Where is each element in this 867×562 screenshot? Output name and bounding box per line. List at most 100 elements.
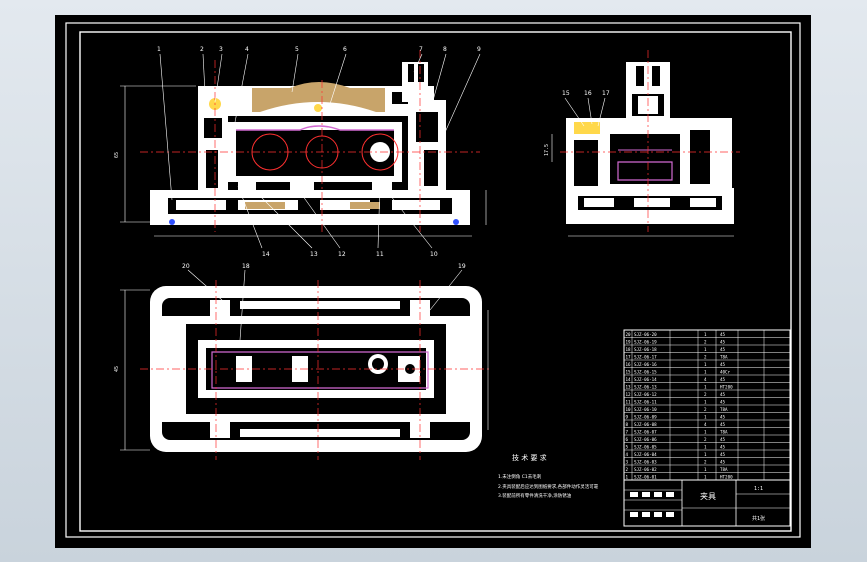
hatch-arch bbox=[252, 82, 385, 112]
balloon-7: 7 bbox=[419, 46, 423, 53]
bom-row-qty: 2 bbox=[704, 354, 707, 359]
bom-row-code: SJZ-06-11 bbox=[634, 399, 657, 404]
front-balloons-top: 1 2 3 4 5 6 7 8 9 bbox=[157, 46, 481, 53]
bom-row-material: 45 bbox=[720, 452, 726, 457]
side-view[interactable]: 17.5 15 16 17 bbox=[544, 50, 740, 237]
bom-row-material: T8A bbox=[720, 407, 728, 412]
bom-row-material: 45 bbox=[720, 459, 726, 464]
balloon-2: 2 bbox=[200, 46, 204, 53]
balloon-1: 1 bbox=[157, 46, 161, 53]
bom-row-qty: 1 bbox=[704, 429, 707, 434]
bom-row-material: 45 bbox=[720, 437, 726, 442]
bom-row-qty: 1 bbox=[704, 474, 707, 479]
bom-row-material: 40Cr bbox=[720, 369, 731, 374]
bom-row-material: 45 bbox=[720, 422, 726, 427]
bom-row-qty: 4 bbox=[704, 377, 707, 382]
balloon-8: 8 bbox=[443, 46, 447, 53]
bom-row-code: SJZ-06-02 bbox=[634, 467, 657, 472]
hatch-base bbox=[245, 202, 285, 209]
bom-row-qty: 1 bbox=[704, 399, 707, 404]
bom-row-no: 17 bbox=[626, 354, 632, 359]
bom-row-material: T8A bbox=[720, 354, 728, 359]
bom-row-qty: 1 bbox=[704, 384, 707, 389]
balloon-16: 16 bbox=[584, 90, 592, 97]
front-height-dim: 65 bbox=[114, 152, 120, 158]
bom-row-no: 5 bbox=[626, 444, 629, 449]
bom-row-material: 45 bbox=[720, 444, 726, 449]
bom-row-code: SJZ-06-03 bbox=[634, 459, 657, 464]
balloon-19: 19 bbox=[458, 263, 466, 270]
bom-row-qty: 1 bbox=[704, 369, 707, 374]
bolt-left bbox=[169, 219, 175, 225]
bom-row-material: HT200 bbox=[720, 474, 733, 479]
bom-row-code: SJZ-06-07 bbox=[634, 429, 657, 434]
bom-row-qty: 1 bbox=[704, 467, 707, 472]
bom-row-no: 10 bbox=[626, 407, 632, 412]
balloon-20: 20 bbox=[182, 263, 190, 270]
balloon-5: 5 bbox=[295, 46, 299, 53]
balloon-18: 18 bbox=[242, 263, 250, 270]
bom-row-material: 45 bbox=[720, 399, 726, 404]
bom-row-code: SJZ-06-06 bbox=[634, 437, 657, 442]
bom-row-code: SJZ-06-13 bbox=[634, 384, 657, 389]
bom-row-code: SJZ-06-20 bbox=[634, 332, 657, 337]
bom-row-no: 1 bbox=[626, 474, 629, 479]
side-dim-left: 17.5 bbox=[544, 144, 550, 156]
balloon-13: 13 bbox=[310, 251, 318, 258]
balloon-3: 3 bbox=[219, 46, 223, 53]
bom-row-code: SJZ-06-12 bbox=[634, 392, 657, 397]
bom-row-qty: 1 bbox=[704, 414, 707, 419]
notes-title: 技 术 要 求 bbox=[512, 453, 547, 462]
bom-row-no: 8 bbox=[626, 422, 629, 427]
bom-row-code: SJZ-06-01 bbox=[634, 474, 657, 479]
top-view[interactable]: 45 20 18 19 bbox=[114, 263, 492, 460]
bom-row-code: SJZ-06-09 bbox=[634, 414, 657, 419]
notes-line-2: 2.夹具装配后应达到图纸要求,各部件动作灵活可靠 bbox=[498, 483, 599, 490]
top-dim-left: 45 bbox=[114, 366, 120, 372]
balloon-6: 6 bbox=[343, 46, 347, 53]
bom-row-no: 2 bbox=[626, 467, 629, 472]
bom-row-no: 19 bbox=[626, 339, 632, 344]
bom-row-no: 6 bbox=[626, 437, 629, 442]
bom-row-qty: 1 bbox=[704, 452, 707, 457]
balloon-11: 11 bbox=[376, 251, 384, 258]
bom-row-material: 45 bbox=[720, 347, 726, 352]
drawing-sheet: 共1张 bbox=[752, 515, 765, 522]
bom-row-no: 16 bbox=[626, 362, 632, 367]
bom-row-material: T8A bbox=[720, 429, 728, 434]
top-inner-outline bbox=[211, 351, 429, 389]
balloon-10: 10 bbox=[430, 251, 438, 258]
bom-row-no: 7 bbox=[626, 429, 629, 434]
bom-row-qty: 1 bbox=[704, 347, 707, 352]
bom-row-code: SJZ-06-05 bbox=[634, 444, 657, 449]
bom-row-no: 11 bbox=[626, 399, 632, 404]
technical-notes: 技 术 要 求 1.未注倒角 C1去毛刺 2.夹具装配后应达到图纸要求,各部件动… bbox=[498, 453, 599, 499]
bom-row-qty: 1 bbox=[704, 332, 707, 337]
bom-row-qty: 1 bbox=[704, 444, 707, 449]
notes-line-1: 1.未注倒角 C1去毛刺 bbox=[498, 473, 542, 480]
drawing-name: 夹具 bbox=[700, 491, 716, 501]
bom-row-material: 45 bbox=[720, 414, 726, 419]
balloon-14: 14 bbox=[262, 251, 270, 258]
front-inner-outline bbox=[236, 125, 394, 131]
bom-row-no: 15 bbox=[626, 369, 632, 374]
outer-border bbox=[65, 22, 801, 538]
bom-row-code: SJZ-06-17 bbox=[634, 354, 657, 359]
drawing-scale: 1:1 bbox=[754, 486, 763, 492]
bom-row-qty: 2 bbox=[704, 339, 707, 344]
balloon-9: 9 bbox=[477, 46, 481, 53]
bom-row-qty: 2 bbox=[704, 392, 707, 397]
front-view[interactable]: 65 1 2 3 4 5 6 7 8 9 bbox=[114, 46, 487, 258]
title-block[interactable]: 夹具 1:1 共1张 bbox=[623, 479, 791, 527]
bom-row-code: SJZ-06-19 bbox=[634, 339, 657, 344]
bom-row-code: SJZ-06-18 bbox=[634, 347, 657, 352]
bom-row-no: 3 bbox=[626, 459, 629, 464]
bom-row-qty: 2 bbox=[704, 407, 707, 412]
bom-row-material: T8A bbox=[720, 467, 728, 472]
bom-row-qty: 2 bbox=[704, 459, 707, 464]
bom-row-no: 9 bbox=[626, 414, 629, 419]
bom-row-material: 45 bbox=[720, 392, 726, 397]
balloon-15: 15 bbox=[562, 90, 570, 97]
